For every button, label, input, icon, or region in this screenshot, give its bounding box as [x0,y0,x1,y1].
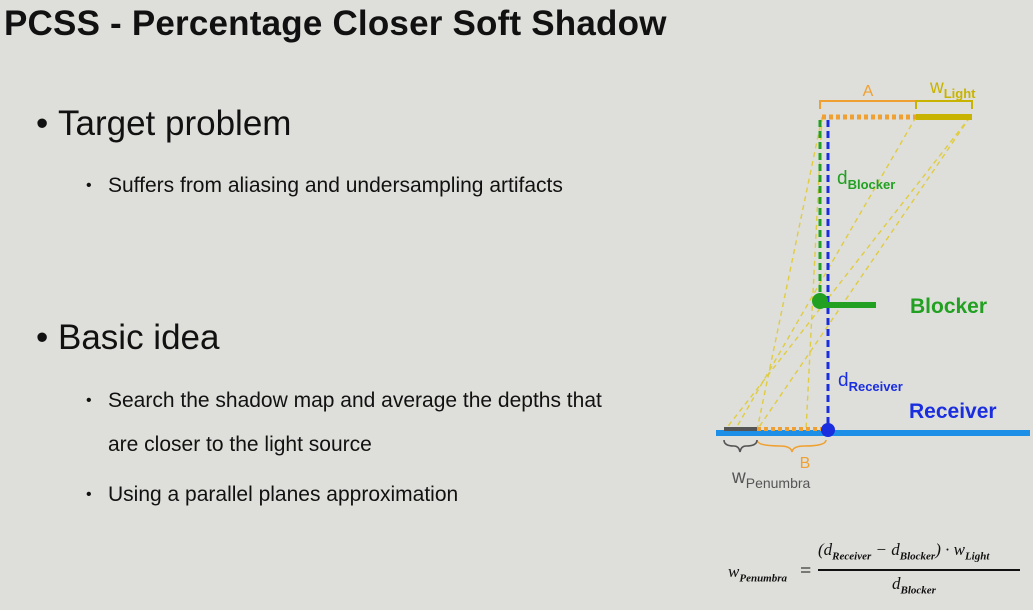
section-heading: Basic idea [58,318,220,357]
receiver-point [821,423,835,437]
w-penumbra-brace [723,439,758,453]
sub-bullet-continuation: are closer to the light source [108,423,372,467]
label-a: A [863,83,874,100]
penumbra-formula: wPenumbra = (dReceiver − dBlocker) · wLi… [728,540,1028,602]
projection-lines [724,116,971,431]
section-heading: Target problem [58,104,292,143]
bullet-dot: • [36,318,49,357]
w-light-brace [915,100,973,109]
ray-line [734,116,917,431]
b-brace [756,439,827,453]
bullet-dot: • [86,177,92,194]
bullet-dot: • [36,104,49,143]
sub-bullet-text: Using a parallel planes approximation [108,483,459,506]
label-d-receiver: dReceiver [838,370,903,394]
label-w-light: wLight [929,77,976,101]
ray-line [756,116,971,431]
bullet-target-problem: •Target problem [36,104,291,144]
label-b: B [800,455,811,472]
fraction-bar [818,569,1020,571]
sub-bullet-text: are closer to the light source [108,433,372,456]
ray-line [805,116,823,431]
bullet-basic-idea: •Basic idea [36,318,219,358]
sub-bullet: • Suffers from aliasing and undersampling… [86,164,563,208]
label-receiver: Receiver [909,400,997,423]
bullet-dot: • [86,392,92,409]
formula-numerator: (dReceiver − dBlocker) · wLight [818,540,990,563]
label-blocker: Blocker [910,295,987,318]
a-brace [819,100,917,109]
ray-line [756,116,823,431]
slide-title: PCSS - Percentage Closer Soft Shadow [4,4,667,43]
formula-equals: = [800,560,812,582]
label-d-blocker: dBlocker [837,168,895,192]
sub-bullet-text: Search the shadow map and average the de… [108,389,602,412]
label-w-penumbra: wPenumbra [731,467,811,491]
ray-line [724,116,971,431]
formula-lhs: wPenumbra [728,562,788,585]
sub-bullet-text: Suffers from aliasing and undersampling … [108,174,563,197]
formula-denominator: dBlocker [892,574,936,597]
bullet-dot: • [86,486,92,503]
blocker-point [812,293,828,309]
sub-bullet: • Using a parallel planes approximation [86,473,458,517]
sub-bullet: • Search the shadow map and average the d… [86,379,602,423]
